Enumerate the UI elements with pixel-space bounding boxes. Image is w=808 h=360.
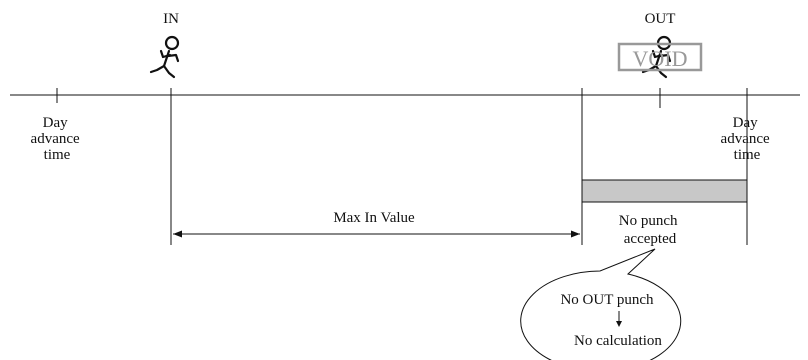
out-label: OUT — [645, 11, 676, 27]
void-stamp-text: VOID — [633, 46, 688, 71]
bubble-line-no-out-punch: No OUT punch — [560, 292, 654, 308]
void-stamp: VOID — [617, 42, 703, 72]
day-advance-label-right: Day advance time — [721, 115, 774, 163]
bubble-line-no-calculation: No calculation — [574, 333, 662, 349]
in-label: IN — [163, 11, 179, 27]
max-in-value-arrow — [173, 230, 580, 238]
running-person-in-icon — [149, 35, 180, 79]
speech-bubble — [520, 248, 682, 360]
day-advance-label-left: Day advance time — [31, 115, 84, 163]
down-arrow-icon — [616, 311, 622, 327]
max-in-value-label: Max In Value — [333, 210, 415, 226]
no-punch-label: No punch accepted — [619, 213, 682, 247]
no-punch-bar — [581, 179, 748, 203]
